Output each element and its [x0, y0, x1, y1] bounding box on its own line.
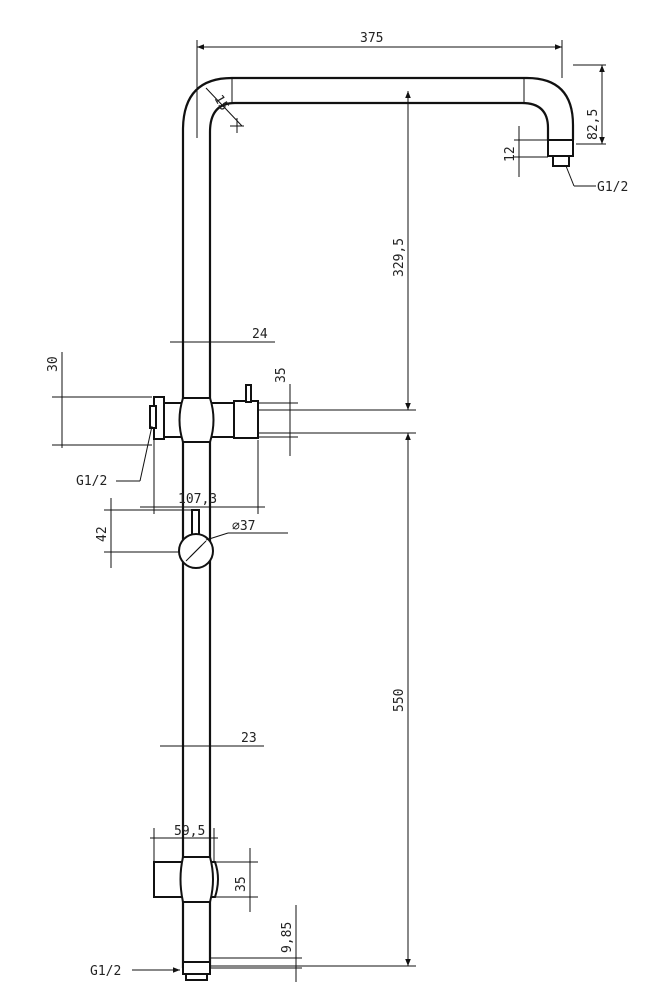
dim-30-label: 30 [46, 356, 61, 372]
dim-diverter-thread-label: G1/2 [76, 474, 107, 489]
slider-clamp [179, 856, 214, 903]
dim-23-label: 23 [241, 731, 257, 746]
knob-mark-2 [189, 544, 203, 558]
dim-107-label: 107,3 [178, 492, 217, 507]
dim-82-label: 82,5 [586, 109, 601, 140]
dim-12-label: 12 [503, 146, 518, 162]
column-tube-outer [181, 76, 575, 968]
dim-angle-line [205, 87, 243, 127]
dim-985-label: 9,85 [280, 922, 295, 953]
dim-59-label: 59,5 [174, 824, 205, 839]
dim-inlet-thread-label: G1/2 [90, 964, 121, 979]
dim-550-label: 550 [392, 689, 407, 712]
inlet-thread [185, 973, 208, 981]
dim-375-label: 375 [360, 31, 383, 46]
dim-35-label: 35 [274, 367, 289, 383]
shower-column [132, 76, 575, 981]
dim-329-label: 329,5 [392, 238, 407, 277]
dimensions: 375 15 82,5 12 G1/2 329,5 24 35 [46, 31, 628, 982]
head-outlet-nut [547, 139, 574, 157]
dim-angle-label: 15 [211, 93, 232, 114]
diverter-pin [245, 384, 252, 403]
dim-head-thread-label: G1/2 [597, 180, 628, 195]
inlet-nut [182, 961, 211, 975]
diverter-cap [233, 400, 259, 439]
diverter-clamp [178, 397, 215, 443]
hand-shower-outlet-flange [149, 405, 157, 429]
dim-42-label: 42 [95, 526, 110, 542]
dim-24-label: 24 [252, 327, 268, 342]
dim-head-thread-leader [565, 165, 575, 187]
dim-diverter-thread-leader-2 [139, 425, 153, 482]
dim-slider-label: 35 [234, 876, 249, 892]
dim-37-leader [205, 532, 229, 541]
dim-37-label: ∅37 [232, 519, 255, 534]
column-tube-inner [208, 101, 550, 968]
head-outlet-thread [552, 155, 570, 167]
